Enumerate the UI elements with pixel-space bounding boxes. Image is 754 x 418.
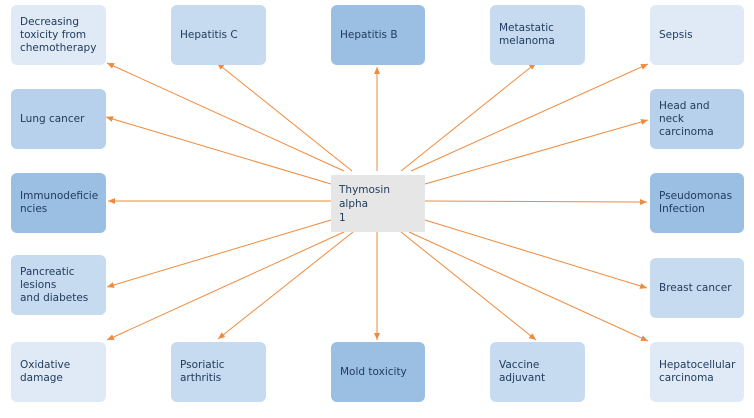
node-pseudomonas-infection: Pseudomonas Infection — [650, 173, 744, 233]
arrow-to-vaccine-adjuvant — [400, 231, 537, 341]
arrow-to-metastatic-melanoma — [400, 62, 537, 172]
node-oxidative-damage: Oxidative damage — [11, 342, 106, 402]
arrow-to-oxidative-damage — [106, 231, 345, 341]
arrow-to-psoriatic-arthritis — [217, 231, 354, 340]
node-metastatic-melanoma: Metastatic melanoma — [490, 5, 585, 65]
node-vaccine-adjuvant: Vaccine adjuvant — [490, 342, 585, 402]
node-lung-cancer: Lung cancer — [11, 89, 106, 149]
arrow-to-head-neck-carcinoma — [424, 119, 649, 185]
arrow-to-pseudomonas-infection — [424, 198, 648, 205]
node-mold-toxicity: Mold toxicity — [331, 342, 425, 402]
node-head-neck-carcinoma: Head and neck carcinoma — [650, 89, 744, 149]
node-decreasing-toxicity-chemotherapy: Decreasing toxicity from chemotherapy — [11, 5, 106, 65]
arrow-to-lung-cancer — [105, 116, 332, 185]
arrow-to-sepsis — [410, 63, 649, 172]
arrow-to-hepatocellular-carcinoma — [408, 231, 649, 342]
arrow-to-breast-cancer — [424, 219, 648, 289]
node-hepatitis-b: Hepatitis B — [331, 5, 425, 65]
center-node-thymosin-alpha-1: Thymosin alpha 1 — [331, 175, 425, 232]
node-psoriatic-arthritis: Psoriatic arthritis — [171, 342, 266, 402]
node-hepatocellular-carcinoma: Hepatocellular carcinoma — [650, 342, 744, 402]
node-immunodeficiencies: Immunodeficie ncies — [11, 173, 106, 233]
node-sepsis: Sepsis — [650, 5, 744, 65]
node-pancreatic-lesions-diabetes: Pancreatic lesions and diabetes — [11, 255, 106, 315]
node-hepatitis-c: Hepatitis C — [171, 5, 266, 65]
arrow-to-pancreatic-lesions — [106, 219, 332, 288]
arrow-to-decreasing-toxicity — [106, 62, 345, 172]
node-breast-cancer: Breast cancer — [650, 258, 744, 318]
arrow-to-hepatitis-c — [216, 62, 353, 172]
